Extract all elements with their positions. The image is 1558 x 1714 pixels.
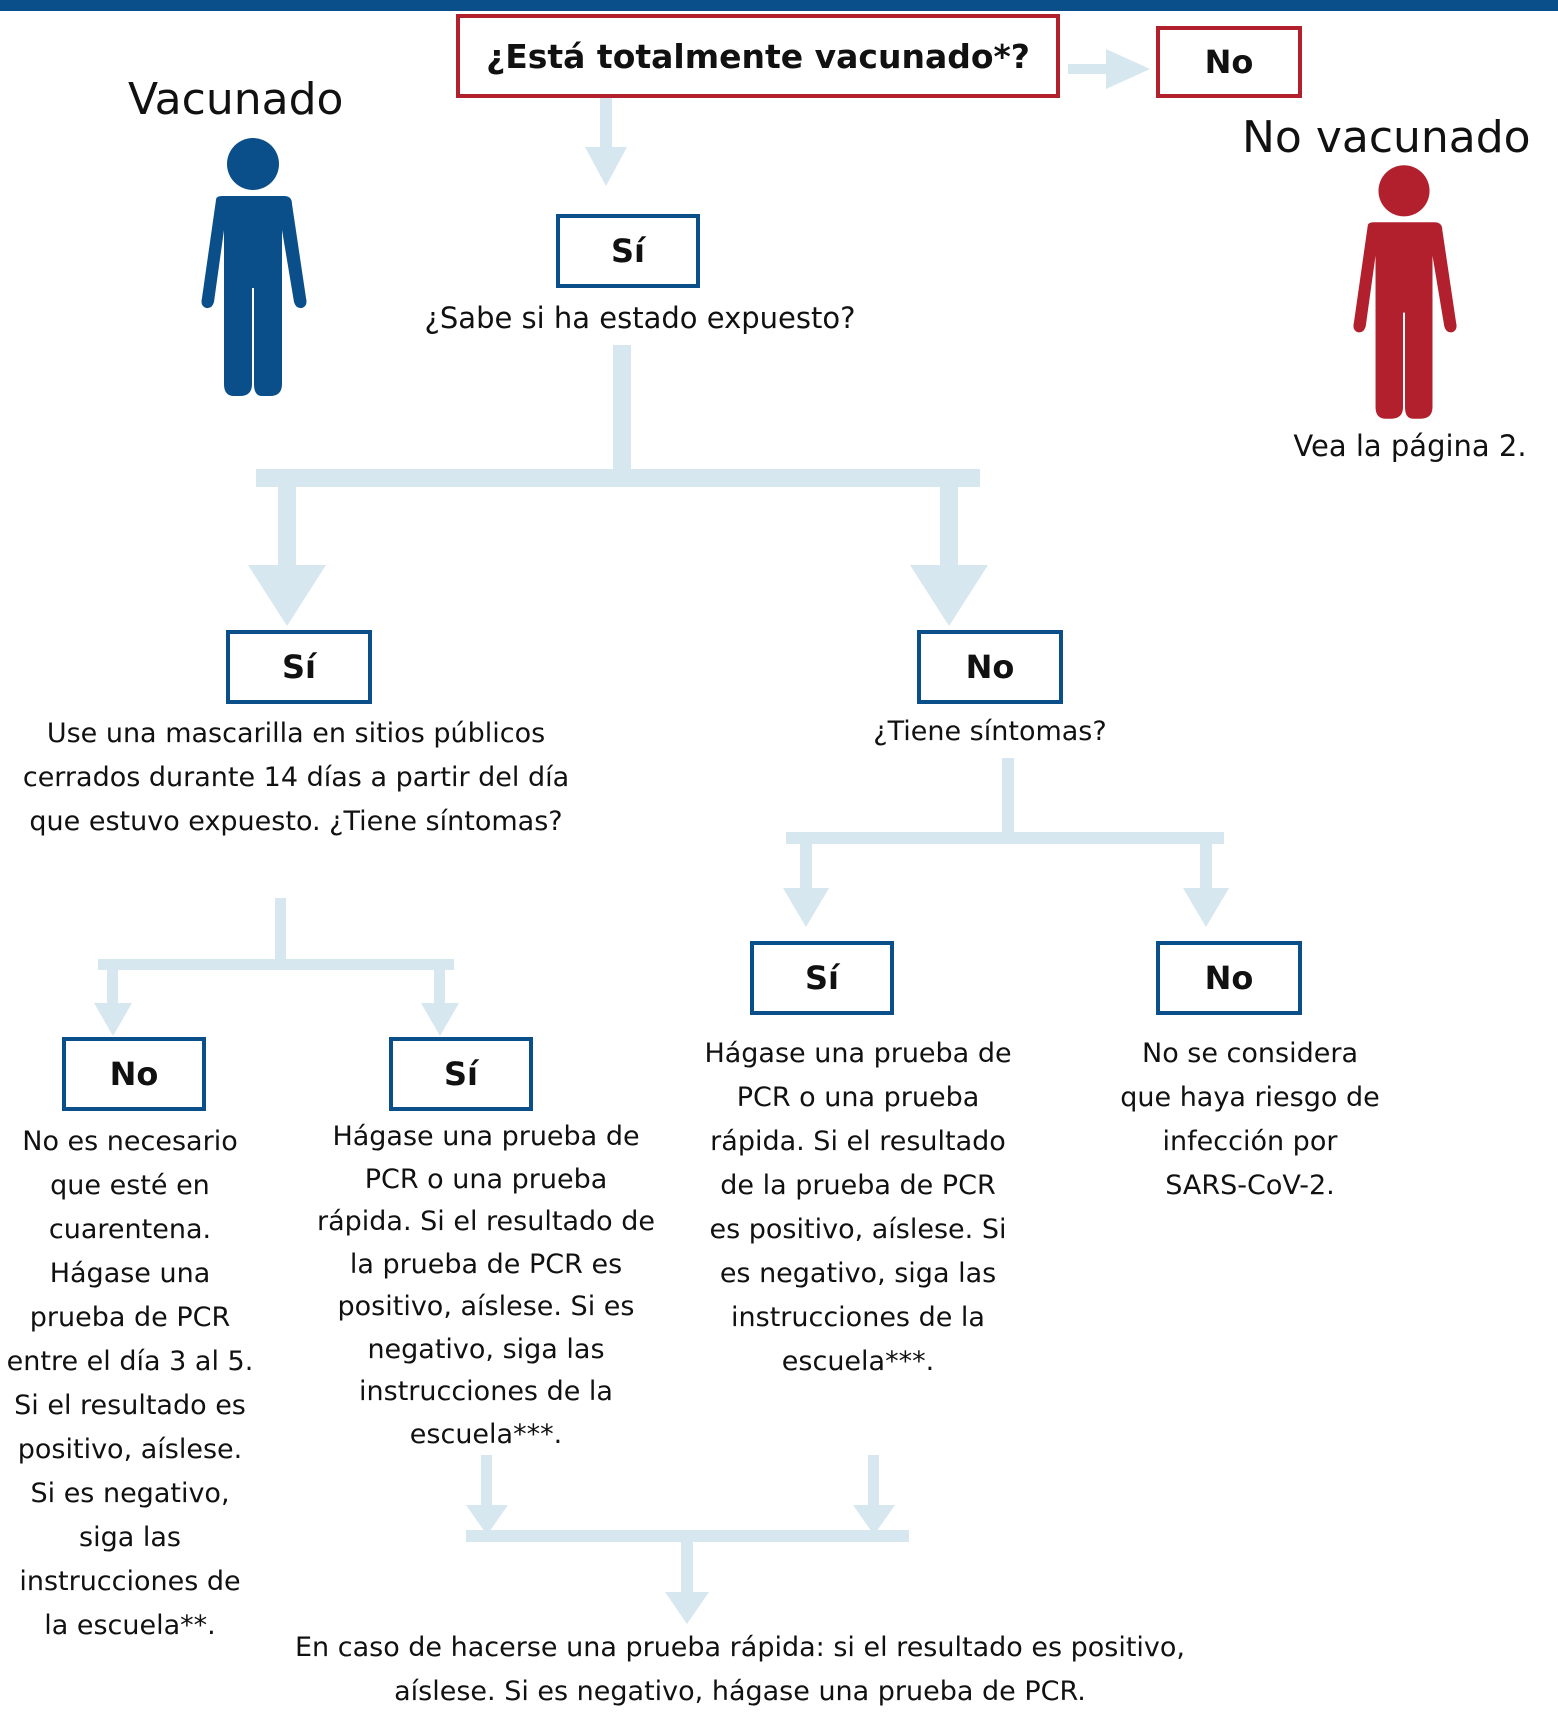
vaccinated-title: Vacunado	[128, 74, 344, 125]
top-no-box: No	[1156, 26, 1302, 98]
arrow-to-not-exposed-no	[910, 565, 988, 626]
rapid-test-note: En caso de hacerse una prueba rápida: si…	[294, 1632, 1186, 1707]
exposed-instructions: Use una mascarilla en sitios públicos ce…	[22, 718, 570, 837]
not-exposed-no-symptoms-label: No	[1204, 959, 1254, 997]
exposure-question: ¿Sabe si ha estado expuesto?	[424, 301, 856, 335]
not-exposed-no-box: No	[917, 630, 1063, 704]
exposed-no-symptoms-box: No	[62, 1037, 206, 1111]
not-exposed-no-symptoms-text: No se considera que haya riesgo de infec…	[1120, 1038, 1380, 1201]
person-icon	[1353, 165, 1457, 419]
connector-to-exposed-no-stem	[107, 959, 118, 1005]
arrow-to-not-exposed-si	[783, 888, 829, 927]
arrow-to-not-exposed-no	[1183, 888, 1229, 927]
question-fully-vaccinated-box: ¿Está totalmente vacunado*?	[456, 14, 1060, 98]
not-exposed-no-symptoms-box: No	[1156, 941, 1302, 1015]
vaccinated-yes-label: Sí	[610, 232, 645, 270]
arrow-merge-right	[853, 1505, 895, 1535]
arrow-to-exposed-no	[94, 1003, 132, 1036]
not-exposed-symptoms-box: Sí	[750, 941, 894, 1015]
exposed-no-symptoms-text: No es necesario que esté en cuarentena. …	[6, 1126, 254, 1641]
connector-merge-bar	[466, 1530, 909, 1542]
connector-exposure-stem	[613, 345, 631, 487]
arrow-to-top-no	[1106, 49, 1150, 89]
connector-merge-right-stem	[868, 1455, 879, 1509]
connector-to-not-exposed-si-stem	[800, 832, 812, 890]
connector-question-to-si	[600, 97, 612, 149]
exposed-symptoms-label: Sí	[443, 1055, 478, 1093]
exposed-no-symptoms-label: No	[109, 1055, 159, 1093]
vaccinated-yes-box: Sí	[556, 214, 700, 288]
vaccinated-person-icon	[201, 138, 307, 396]
person-icon	[201, 138, 307, 396]
arrow-to-rapid-test-note	[665, 1592, 709, 1624]
exposed-yes-box: Sí	[226, 630, 372, 704]
arrow-merge-left	[466, 1505, 508, 1535]
arrow-to-exposed-si-symptoms	[421, 1003, 459, 1036]
connector-exposed-branch	[98, 959, 454, 970]
question-fully-vaccinated: ¿Está totalmente vacunado*?	[486, 36, 1030, 76]
exposed-symptoms-box: Sí	[389, 1037, 533, 1111]
not-exposed-symptoms-question: ¿Tiene síntomas?	[873, 716, 1107, 747]
not-exposed-symptoms-label: Sí	[804, 959, 839, 997]
connector-to-exposed-stem	[278, 469, 296, 569]
not-exposed-symptoms-text: Hágase una prueba de PCR o una prueba rá…	[704, 1038, 1012, 1377]
arrow-to-top-si	[585, 147, 627, 186]
connector-exposed-stem	[275, 898, 286, 966]
connector-to-not-exposed-no-stem	[1200, 832, 1212, 890]
not-exposed-no-label: No	[965, 648, 1015, 686]
connector-merge-left-stem	[481, 1455, 492, 1509]
connector-merge-down-stem	[681, 1540, 693, 1598]
exposed-yes-label: Sí	[281, 648, 316, 686]
connector-exposure-branch	[256, 469, 980, 487]
connector-not-exposed-branch	[786, 832, 1224, 844]
arrow-to-exposed-si	[248, 565, 326, 626]
connector-not-exposed-stem	[1002, 758, 1014, 838]
connector-to-not-exposed-stem	[940, 469, 958, 569]
unvaccinated-note: Vea la página 2.	[1293, 429, 1527, 463]
unvaccinated-person-icon	[1353, 165, 1457, 419]
connector-to-exposed-si-stem	[434, 959, 445, 1005]
top-no-label: No	[1204, 43, 1254, 81]
unvaccinated-title: No vacunado	[1242, 112, 1531, 163]
connector-question-to-no	[1068, 64, 1108, 74]
top-bar	[0, 0, 1558, 11]
exposed-symptoms-text: Hágase una prueba de PCR o una prueba rá…	[317, 1121, 655, 1450]
